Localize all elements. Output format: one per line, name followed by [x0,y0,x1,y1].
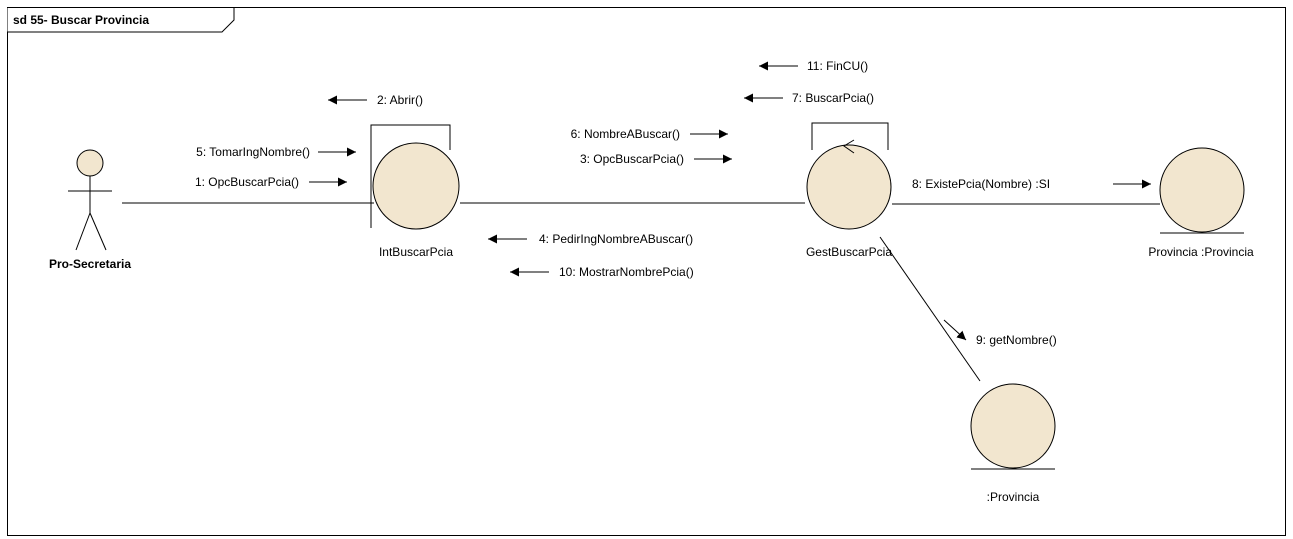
entity-secondary-circle [970,383,1056,469]
message-4: 4: PedirIngNombreABuscar() [488,232,693,246]
message-9: 9: getNombre() [943,319,1057,347]
message-3: 3: OpcBuscarPcia() [580,152,732,166]
actor-pro-secretaria[interactable]: Pro-Secretaria [49,149,131,271]
actor-label: Pro-Secretaria [49,257,131,271]
control-label: GestBuscarPcia [806,245,892,259]
message-11-label: 11: FinCU() [807,59,868,73]
message-7: 7: BuscarPcia() [744,91,874,105]
message-1: 1: OpcBuscarPcia() [195,175,347,189]
message-1-label: 1: OpcBuscarPcia() [195,175,299,189]
message-3-label: 3: OpcBuscarPcia() [580,152,684,166]
control-circle [806,144,892,230]
message-10: 10: MostrarNombrePcia() [510,265,694,279]
entity-object-main[interactable]: Provincia :Provincia [1148,147,1254,259]
message-2: 2: Abrir() [328,93,423,107]
link-control-secondary-entity [879,236,981,382]
control-arrow-icon [843,139,855,154]
entity-main-label: Provincia :Provincia [1148,245,1254,259]
frame-title: sd 55- Buscar Provincia [13,13,149,27]
boundary-label: IntBuscarPcia [379,245,453,259]
message-10-label: 10: MostrarNombrePcia() [559,265,694,279]
control-object[interactable]: GestBuscarPcia [806,122,892,259]
control-self-link [811,122,889,150]
message-11: 11: FinCU() [759,59,868,73]
message-6-label: 6: NombreABuscar() [571,127,680,141]
message-6: 6: NombreABuscar() [571,127,728,141]
actor-left-leg [75,212,91,251]
boundary-self-link [370,124,451,228]
message-8: 8: ExistePcia(Nombre) :SI [912,177,1151,191]
message-7-label: 7: BuscarPcia() [792,91,874,105]
message-2-label: 2: Abrir() [377,93,423,107]
actor-right-leg [89,212,107,251]
entity-secondary-label: :Provincia [987,490,1040,504]
frame-title-tab [7,7,235,33]
diagram-frame [7,7,1286,536]
message-9-arrow [943,319,967,341]
message-9-label: 9: getNombre() [976,333,1057,347]
entity-object-secondary[interactable]: :Provincia [970,383,1056,504]
message-4-label: 4: PedirIngNombreABuscar() [539,232,693,246]
boundary-circle [372,142,460,230]
entity-main-circle [1159,147,1245,233]
message-5: 5: TomarIngNombre() [196,145,356,159]
message-5-label: 5: TomarIngNombre() [196,145,310,159]
boundary-object[interactable]: IntBuscarPcia [370,124,460,259]
actor-head [76,149,104,177]
message-8-label: 8: ExistePcia(Nombre) :SI [912,177,1050,191]
